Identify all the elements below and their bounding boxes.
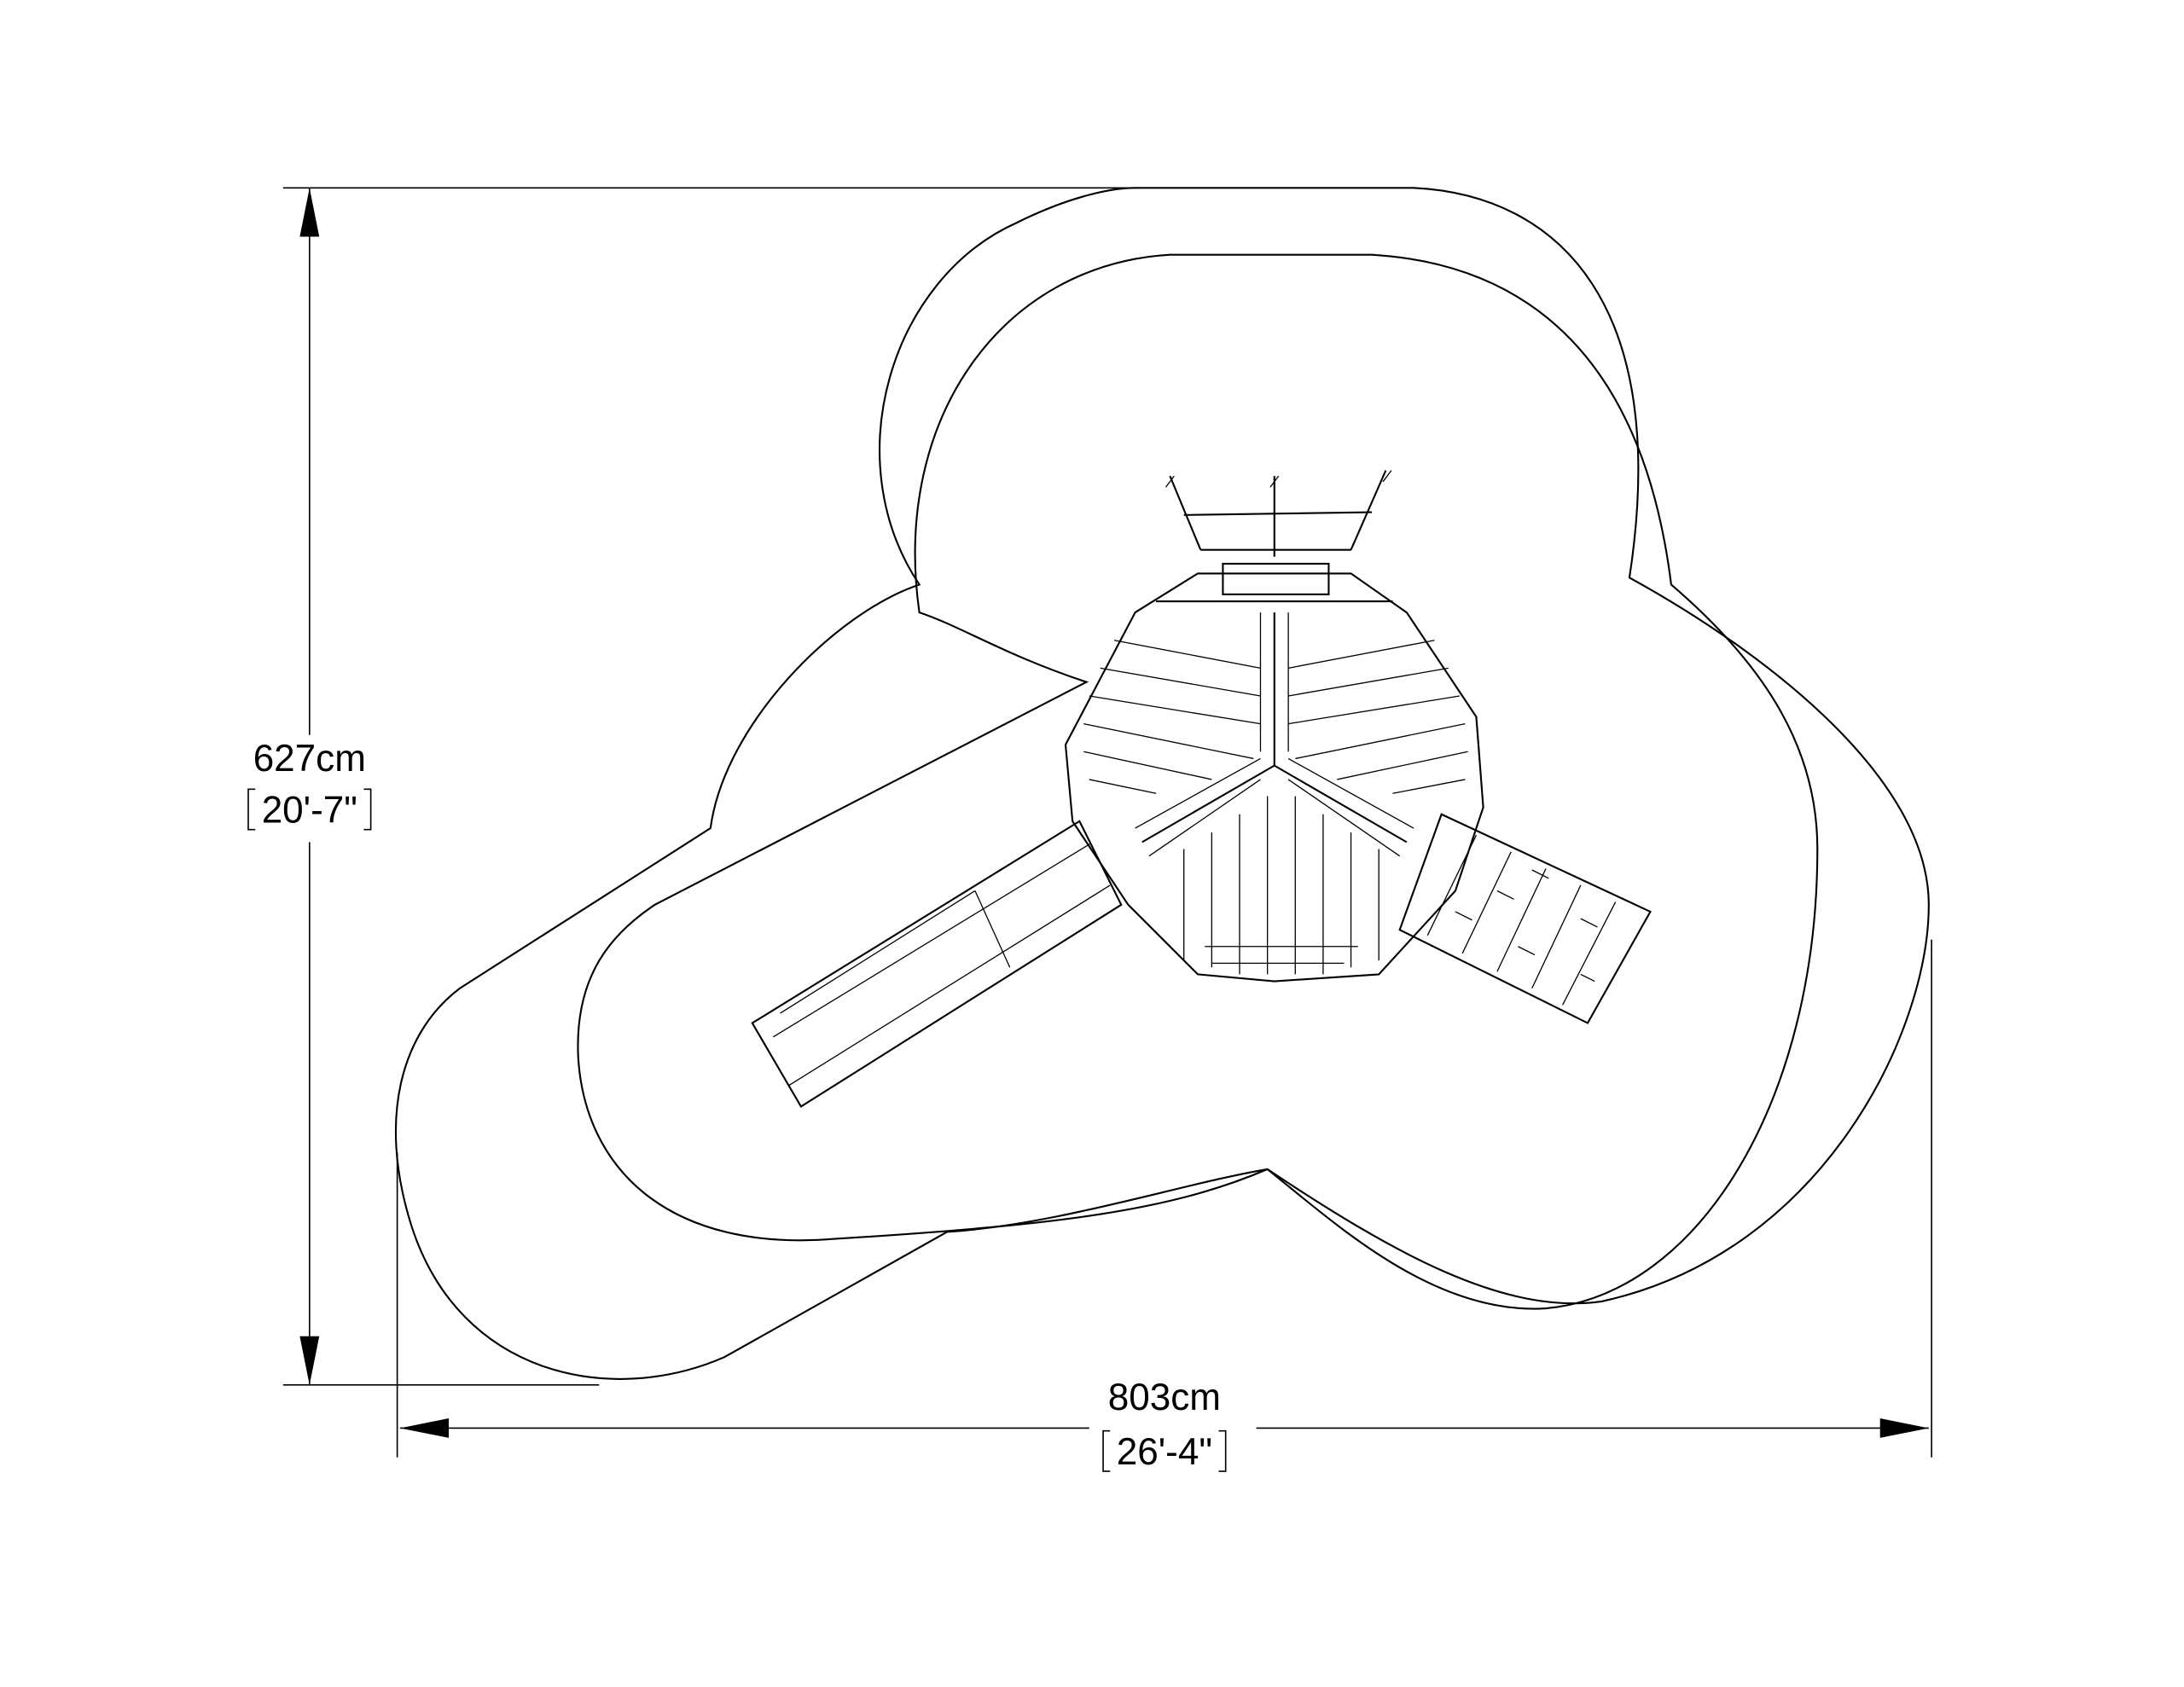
outer-safety-zone xyxy=(395,187,1930,1380)
height-metric-label: 627cm xyxy=(253,738,366,780)
height-dimension: 627cm 20'-7" xyxy=(247,187,1136,1386)
tower-roof xyxy=(1064,572,1484,983)
roof-hatching xyxy=(1083,640,1468,975)
width-imperial-label: 26'-4" xyxy=(1117,1431,1212,1473)
width-dimension: 803cm 26'-4" xyxy=(396,939,1932,1473)
width-metric-label: 803cm xyxy=(1108,1377,1221,1418)
slide xyxy=(751,820,1123,1108)
climbing-ramp xyxy=(1398,813,1652,1024)
inner-safety-zone xyxy=(577,253,1819,1310)
roof-rails xyxy=(1165,470,1392,595)
height-imperial-label: 20'-7" xyxy=(262,790,357,832)
